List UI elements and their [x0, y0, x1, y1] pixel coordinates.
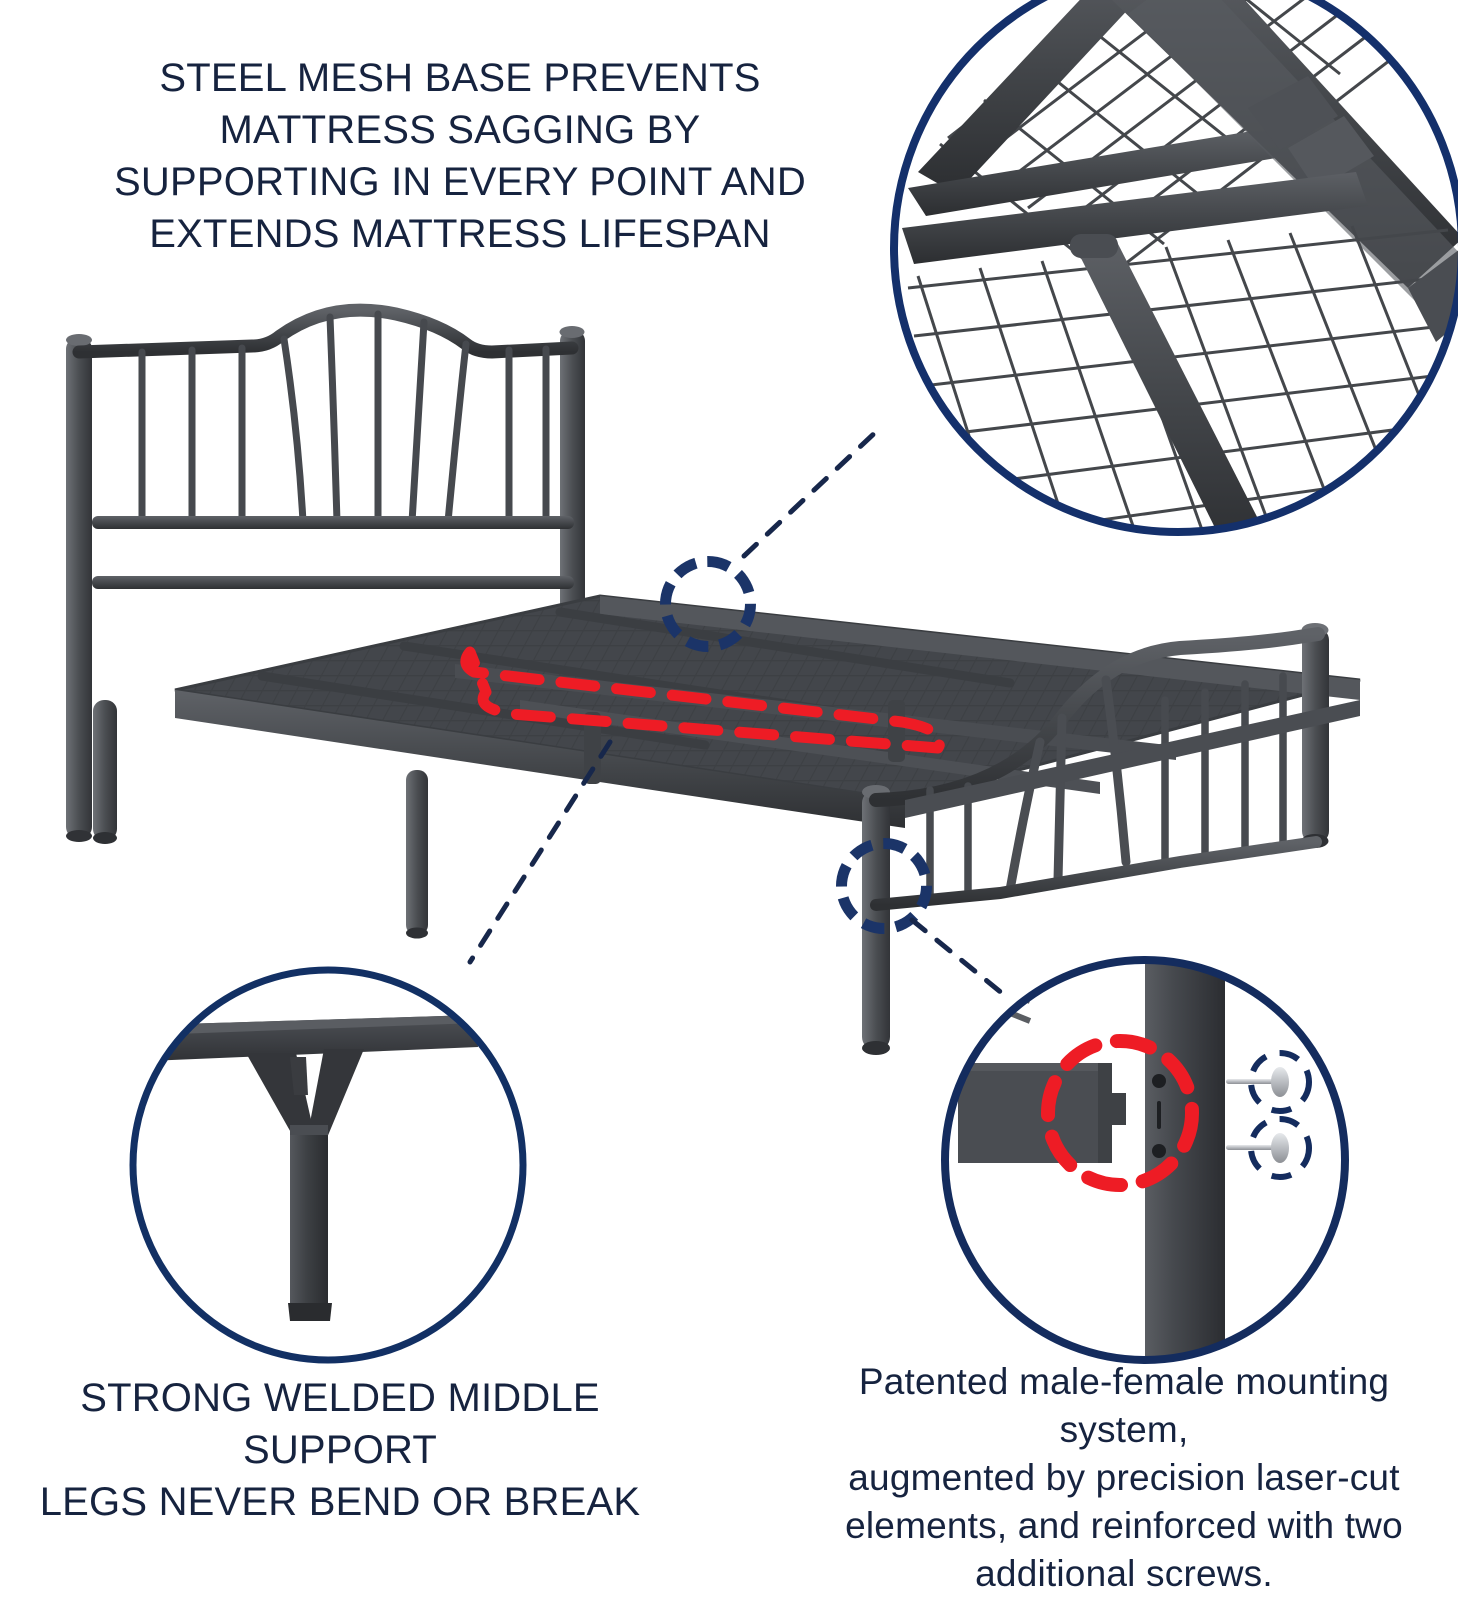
connector-mesh [741, 425, 883, 559]
callout-bottom-right-text: Patented male-female mounting system, au… [845, 1361, 1403, 1595]
center-support-highlight [460, 646, 946, 754]
mounting-system-detail-circle [940, 955, 1350, 1365]
footboard [869, 627, 1360, 911]
screw-lower [1226, 1133, 1289, 1163]
headboard [66, 303, 585, 842]
callout-bottom-left-text: STRONG WELDED MIDDLE SUPPORT LEGS NEVER … [39, 1376, 641, 1524]
connector-mount [909, 917, 1011, 1001]
infographic-canvas: STEEL MESH BASE PREVENTS MATTRESS SAGGIN… [40, 0, 1458, 1594]
marker-ring-mesh [660, 556, 756, 652]
marker-ring-mounting [836, 838, 932, 934]
connector-leg [467, 739, 613, 965]
middle-support-leg-detail-circle [128, 965, 528, 1365]
screw-upper [1226, 1067, 1289, 1097]
steel-mesh-detail-circle [888, 0, 1458, 538]
callout-connectors [467, 425, 1011, 1001]
callout-top-text: STEEL MESH BASE PREVENTS MATTRESS SAGGIN… [114, 56, 806, 256]
